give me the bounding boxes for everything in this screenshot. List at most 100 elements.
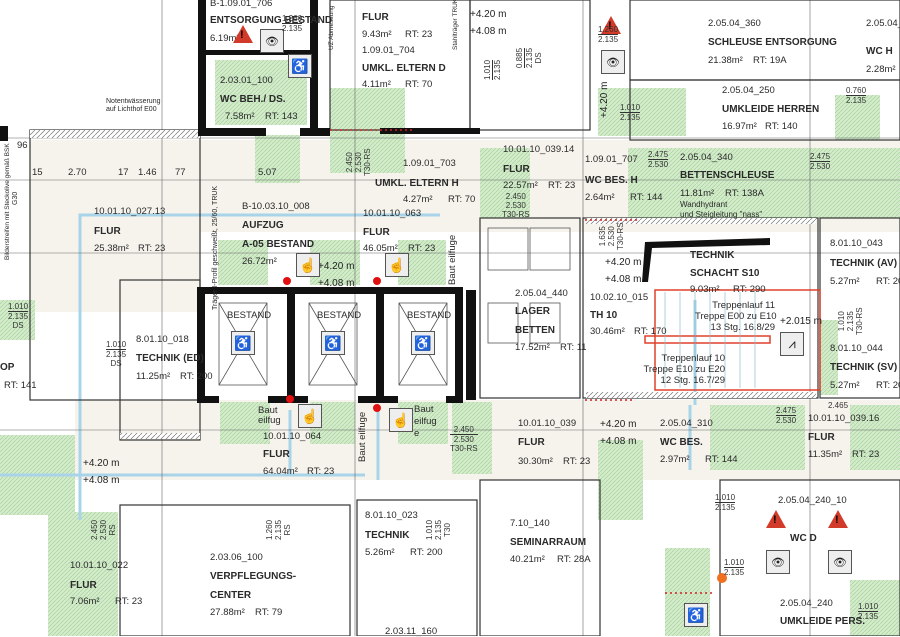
visual-alarm-icon: 👁 (828, 550, 852, 574)
dimension: 5.07 (258, 167, 277, 178)
room-rt: RT: 23 (307, 466, 335, 477)
elevator-call-button-icon[interactable]: ☝ (389, 408, 413, 432)
orange-marker (717, 573, 727, 583)
room-id: 2.05.04_360 (708, 18, 761, 29)
hatched-wall (586, 218, 816, 224)
room-area: 27.88m² (210, 607, 245, 618)
room-name: WC BES. (660, 437, 703, 448)
room-rt: RT: 79 (255, 607, 283, 618)
bed-outlines (487, 227, 571, 344)
room-id: 10.01.10_064 (263, 431, 322, 442)
room-name: TECHNIK (ED) (136, 353, 204, 364)
elevator-call-button-icon[interactable]: ☝ (298, 404, 322, 428)
elevation-marker: +4.20 m+4.08 m (600, 419, 637, 447)
room-id: 10.01.10_022 (70, 560, 129, 571)
room-rt: RT: 200 (180, 371, 213, 382)
room-name: LAGER (515, 306, 550, 317)
marker-dot (283, 277, 291, 285)
room-name: UMKL. ELTERN D (362, 63, 446, 74)
room-name-2: BETTEN (515, 325, 555, 336)
room-id: 2.05.04_340 (680, 152, 733, 163)
room-rt: RT: 141 (4, 380, 37, 391)
dimension: 1.46 (138, 167, 157, 178)
room-id: 2.05.04_ (866, 18, 900, 29)
dimension: 2.70 (68, 167, 87, 178)
room-id: 10.01.10_039.14 (503, 144, 575, 155)
room-rt: RT: 11 (560, 342, 587, 353)
room-rt: RT: 23 (563, 456, 591, 467)
room-rt: RT: 144 (705, 454, 738, 465)
room-name: WC BES. H (585, 175, 638, 186)
room-id: 2.03.11_160 (385, 626, 438, 637)
room-area: 9.03m² (690, 284, 720, 295)
room-area: 11.81m² (680, 188, 715, 199)
marker-dot (373, 404, 381, 412)
room-area: 4.27m² (403, 194, 433, 205)
warning-icon (601, 16, 621, 34)
room-name: FLUR (363, 227, 390, 238)
joint-label: Baut eilfuge (357, 411, 368, 462)
g30-label: G30 (12, 191, 19, 205)
elevation-marker: +4.20 m+4.08 m (605, 257, 642, 285)
room-area: 21.38m² (708, 55, 743, 66)
room-name: UMKL. ELTERN H (375, 178, 459, 189)
hatched-wall (586, 392, 816, 398)
room-id: 1.09.01_707 (585, 154, 638, 165)
room-name: TECHNIK (AV) (830, 258, 898, 269)
room-area: 22.57m² (503, 180, 538, 191)
room-rt: RT: 19A (753, 55, 787, 66)
room-name: SCHLEUSE ENTSORGUNG (708, 37, 837, 48)
elevator-call-button-icon[interactable]: ☝ (385, 253, 409, 277)
room-name: ENTSORGUNG BESTAND (210, 15, 333, 26)
room-id: 8.01.10_023 (365, 510, 418, 521)
room-rt: RT: 23 (115, 596, 143, 607)
room-area: 30.30m² (518, 456, 553, 467)
room-name: TECHNIK (690, 250, 735, 261)
room-name: OP (0, 362, 15, 373)
room-area: 6.19m² (210, 33, 240, 44)
dimension: 17 (118, 167, 129, 178)
room-area: 7.58m² (225, 111, 255, 122)
room-id: 7.10_140 (510, 518, 550, 529)
room-id: 2.05.04_440 (515, 288, 568, 299)
room-rt: RT: 20 (876, 276, 900, 287)
room-rt: RT: 290 (733, 284, 766, 295)
room-id: 1.09.01_704 (362, 45, 415, 56)
room-id: 8.01.10_018 (136, 334, 189, 345)
room-area: 46.05m² (363, 243, 398, 254)
elevator-call-button-icon[interactable]: ☝ (296, 253, 320, 277)
door-label: 2.465 (828, 401, 849, 410)
room-name: SEMINARRAUM (510, 537, 587, 548)
room-id: 2.03.06_100 (210, 552, 263, 563)
room-id: 2.05.04_310 (660, 418, 713, 429)
room-area: 17.52m² (515, 342, 550, 353)
room-rt: RT: 70 (448, 194, 476, 205)
room-name: VERPFLEGUNGS- (210, 571, 297, 582)
room-name: TECHNIK (SV) (830, 362, 898, 373)
uz-note: UZ Abmessung (328, 5, 335, 50)
room-area: 26.72m² (242, 256, 277, 267)
elevation-marker: +4.20 m+4.08 m (318, 261, 355, 289)
room-id: 2.05.04_240_10 (778, 495, 847, 506)
room-rt: RT: 140 (765, 121, 798, 132)
stair-treads (664, 292, 756, 388)
room-id: 10.02.10_015 (590, 292, 649, 303)
room-rt: RT: 23 (852, 449, 880, 460)
room-name: FLUR (518, 437, 545, 448)
stairs-icon[interactable]: ⩘ (780, 332, 804, 356)
room-area: 2.97m² (660, 454, 690, 465)
room-area: 5.27m² (830, 380, 860, 391)
room-area: 64.04m² (263, 466, 298, 477)
